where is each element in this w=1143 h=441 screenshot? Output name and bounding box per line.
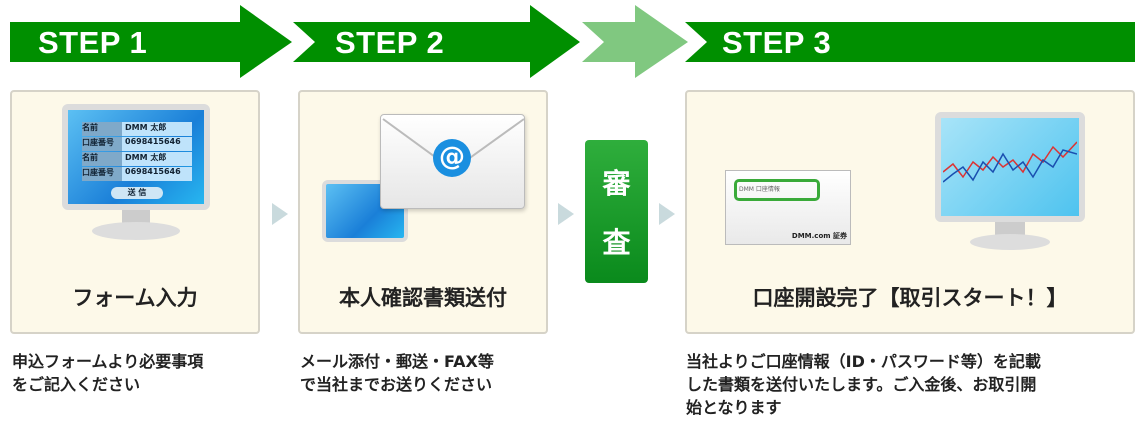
step3-label: STEP 3 <box>722 25 832 60</box>
review-arrow <box>582 5 688 78</box>
step1-arrow <box>10 5 292 78</box>
step2-title: 本人確認書類送付 <box>339 286 507 310</box>
review-badge: 審査 <box>585 140 648 283</box>
step1-title: フォーム入力 <box>72 286 198 310</box>
chevron-right-icon <box>659 203 675 225</box>
step3-card: DMM 口座情報 DMM.com 証券 口座開設完了【取引スタート！】 <box>685 90 1135 334</box>
step1-label: STEP 1 <box>38 25 148 60</box>
chevron-right-icon <box>272 203 288 225</box>
step3-bar <box>685 22 1135 62</box>
step1-description: 申込フォームより必要事項をご記入ください <box>12 352 204 394</box>
step3-title: 口座開設完了【取引スタート！】 <box>752 286 1068 310</box>
envelope-icon: @ <box>380 114 525 209</box>
step3-description: 当社よりご口座情報（ID・パスワード等）を記載した書類を送付いたします。ご入金後… <box>686 352 1041 417</box>
step2-card: @ 本人確認書類送付 <box>298 90 548 334</box>
step-arrows <box>10 5 1135 78</box>
chevron-right-icon <box>558 203 574 225</box>
step2-arrow <box>293 5 580 78</box>
step2-label: STEP 2 <box>335 25 445 60</box>
step2-description: メール添付・郵送・FAX等で当社までお送りください <box>300 352 494 394</box>
account-document-illustration: DMM 口座情報 DMM.com 証券 <box>725 170 851 245</box>
